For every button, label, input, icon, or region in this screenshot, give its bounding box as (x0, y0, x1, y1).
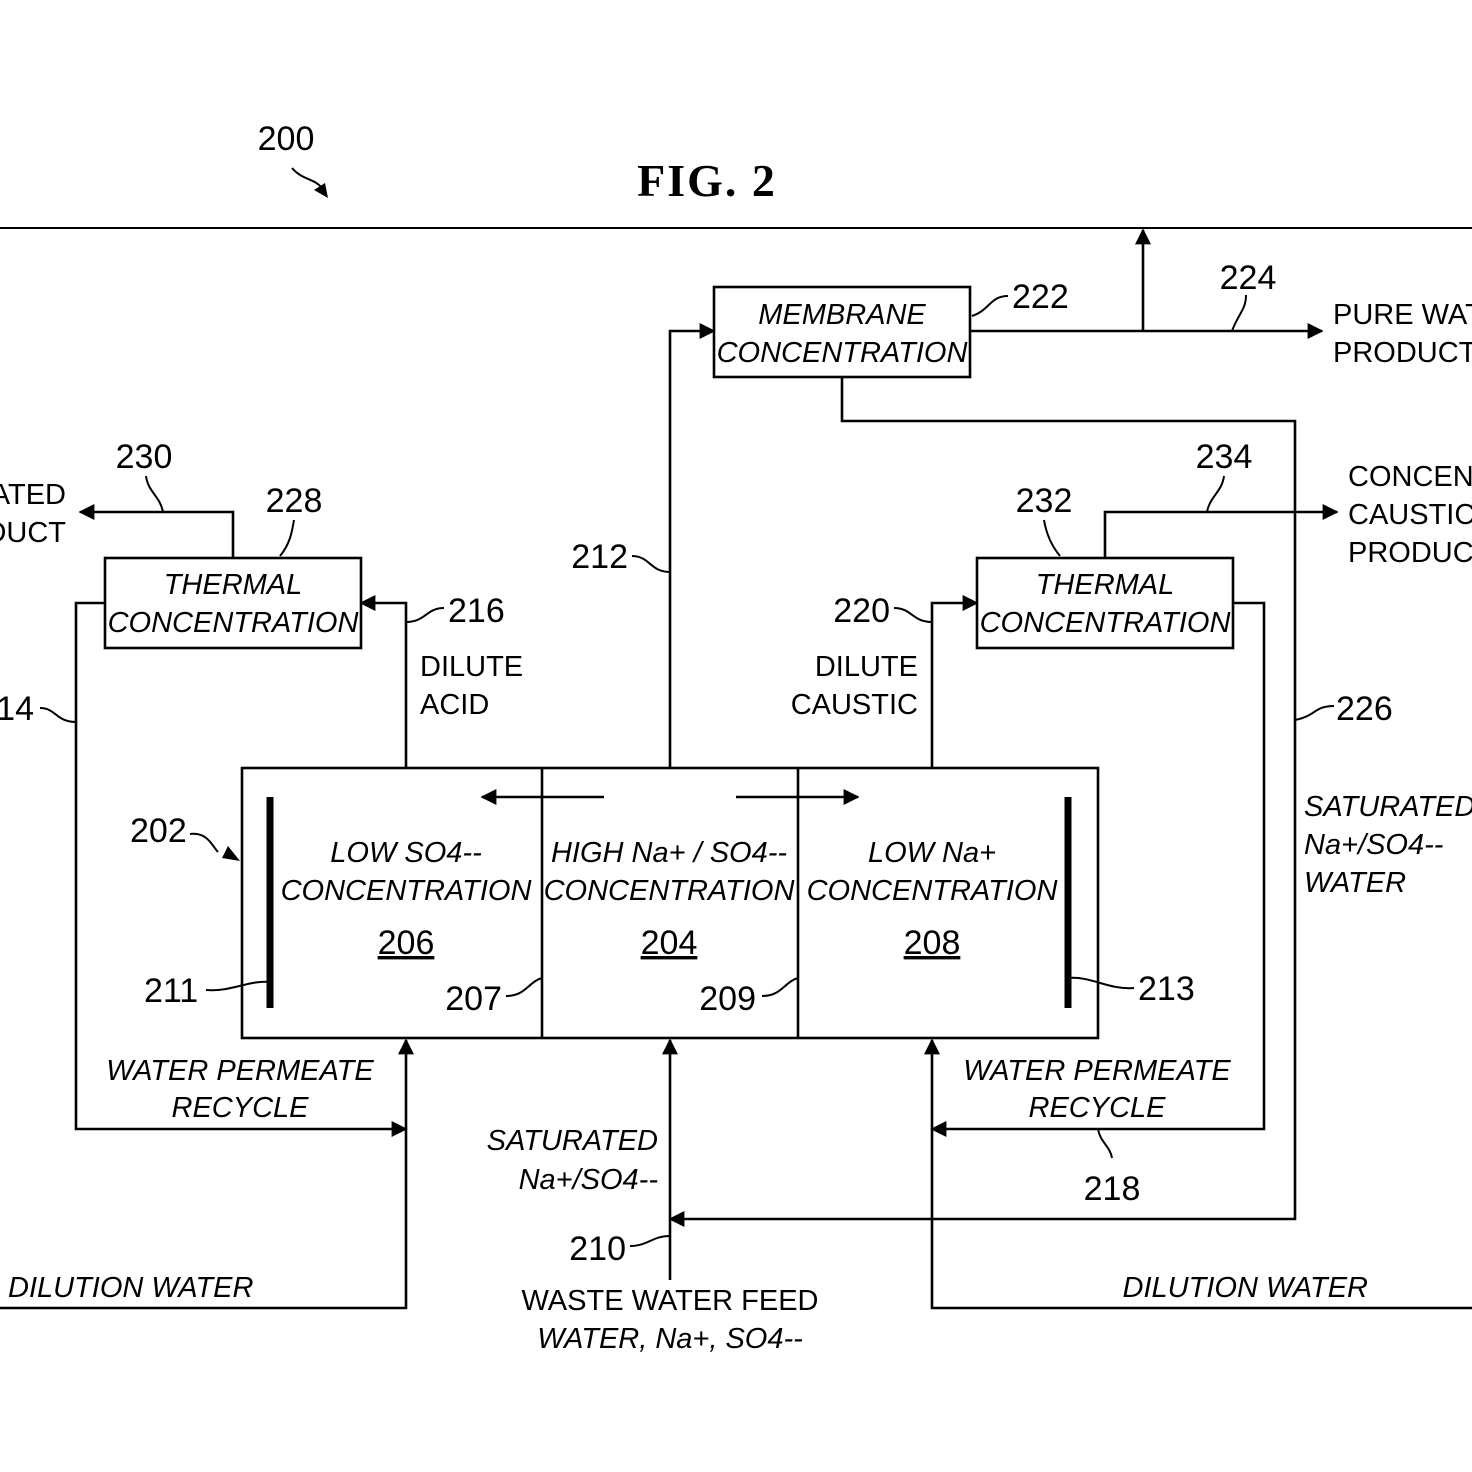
right-chamber-ref-number: 208 (904, 924, 961, 962)
saturated-feed-label-2: Na+/SO4-- (519, 1164, 658, 1196)
thermal-right-ref-leader (1043, 519, 1061, 557)
right-electrode-ref-leader (1067, 976, 1135, 990)
acid-product-output-line (78, 504, 235, 558)
dilution-water-left-line (0, 1038, 414, 1310)
right-membrane-ref-leader (761, 977, 799, 997)
left-chamber-label-2: CONCENTRATION (281, 875, 532, 907)
thermal-right-label-1: THERMAL (1036, 569, 1175, 601)
saturated-water-ref-number: 226 (1336, 690, 1393, 728)
water-permeate-right-ref-number: 218 (1084, 1170, 1141, 1208)
water-permeate-right-label-2: RECYCLE (1029, 1092, 1167, 1124)
caustic-product-label-2: CAUSTIC (1348, 499, 1472, 531)
cell-ref-leader (189, 832, 219, 853)
pure-water-label-1: PURE WATE (1333, 299, 1472, 331)
caustic-product-ref-leader (1206, 475, 1225, 513)
left-electrode-ref-number: 211 (144, 972, 198, 1010)
center-chamber-label-2: CONCENTRATION (544, 875, 795, 907)
saturated-feed-label-1: SATURATED (487, 1125, 658, 1157)
thermal-concentration-left-box (103, 556, 363, 650)
right-chamber-label-2: CONCENTRATION (807, 875, 1058, 907)
center-stream-ref-leader (631, 555, 671, 573)
pure-water-ref-number: 224 (1220, 259, 1277, 297)
figure-ref-leader (291, 167, 323, 189)
thermal-left-ref-number: 228 (266, 482, 323, 520)
acid-product-ref-number: 230 (116, 438, 173, 476)
thermal-right-label-2: CONCENTRATION (980, 607, 1231, 639)
water-permeate-left-label-2: RECYCLE (172, 1092, 310, 1124)
saturated-feed-ref-number: 210 (569, 1230, 626, 1268)
waste-water-feed-label-2: WATER, Na+, SO4-- (537, 1323, 803, 1355)
figure-ref-arrowhead (314, 183, 328, 198)
left-electrode-ref-leader (205, 980, 271, 992)
saturated-water-return-line (668, 377, 1297, 1227)
left-membrane-ref-number: 207 (445, 980, 502, 1018)
membrane-box-label-1: MEMBRANE (758, 299, 926, 331)
dilute-caustic-label-1: DILUTE (815, 651, 918, 683)
acid-product-ref-leader (145, 475, 164, 513)
thermal-right-ref-number: 232 (1016, 482, 1073, 520)
pure-water-ref-leader (1231, 294, 1247, 332)
left-chamber-ref-number: 206 (378, 924, 435, 962)
thermal-left-label-1: THERMAL (164, 569, 303, 601)
left-recycle-ref-number: 14 (0, 690, 34, 728)
waste-water-feed-label-1: WASTE WATER FEED (522, 1285, 819, 1317)
left-recycle-ref-leader (39, 707, 77, 723)
right-chamber-label-1: LOW Na+ (868, 837, 996, 869)
dilute-acid-label-2: ACID (420, 689, 489, 721)
cell-ref-number: 202 (130, 812, 187, 850)
water-permeate-right-ref-leader (1097, 1128, 1113, 1159)
membrane-ref-number: 222 (1012, 278, 1069, 316)
right-electrode-ref-number: 213 (1138, 970, 1195, 1008)
saturated-water-label-1: SATURATED (1304, 791, 1472, 823)
acid-product-label-1: ATED (0, 479, 66, 511)
figure-title: FIG. 2 (637, 155, 777, 206)
dilute-caustic-label-2: CAUSTIC (791, 689, 918, 721)
dilution-water-right-line (924, 1038, 1472, 1310)
center-stream-ref-number: 212 (571, 538, 628, 576)
dilution-water-left-label: DILUTION WATER (8, 1272, 253, 1304)
left-chamber-label-1: LOW SO4-- (330, 837, 481, 869)
saturated-water-label-3: WATER (1304, 867, 1406, 899)
saturated-water-ref-leader (1294, 705, 1335, 721)
water-permeate-recycle-left-line (74, 601, 408, 1137)
pure-water-label-2: PRODUCT (1333, 337, 1472, 369)
dilute-acid-ref-leader (405, 607, 445, 623)
left-membrane-ref-leader (505, 977, 543, 997)
membrane-box-label-2: CONCENTRATION (717, 337, 968, 369)
center-chamber-label-1: HIGH Na+ / SO4-- (551, 837, 787, 869)
dilute-acid-ref-number: 216 (448, 592, 505, 630)
cell-ref-arrowhead (222, 846, 240, 861)
saturated-water-label-2: Na+/SO4-- (1304, 829, 1443, 861)
acid-product-label-2: DUCT (0, 517, 66, 549)
water-permeate-right-label-1: WATER PERMEATE (963, 1055, 1231, 1087)
caustic-product-label-1: CONCENT (1348, 461, 1472, 493)
dilute-acid-line (359, 595, 408, 768)
thermal-left-ref-leader (279, 519, 295, 557)
electrodialysis-cell-box (240, 766, 1100, 1040)
right-membrane-ref-number: 209 (699, 980, 756, 1018)
center-chamber-ref-number: 204 (641, 924, 698, 962)
dilute-caustic-ref-number: 220 (833, 592, 890, 630)
dilute-caustic-ref-leader (893, 607, 933, 623)
caustic-product-ref-number: 234 (1196, 438, 1253, 476)
dilute-acid-label-1: DILUTE (420, 651, 523, 683)
center-to-membrane-line (668, 323, 716, 768)
membrane-ref-leader (971, 295, 1009, 317)
caustic-product-output-line (1103, 504, 1339, 558)
caustic-product-label-3: PRODUCT (1348, 537, 1472, 569)
dilution-water-right-label: DILUTION WATER (1123, 1272, 1368, 1304)
saturated-feed-ref-leader (629, 1235, 671, 1247)
figure-ref-number: 200 (258, 120, 315, 158)
water-permeate-left-label-1: WATER PERMEATE (106, 1055, 374, 1087)
dilute-caustic-line (930, 595, 979, 768)
thermal-left-label-2: CONCENTRATION (108, 607, 359, 639)
